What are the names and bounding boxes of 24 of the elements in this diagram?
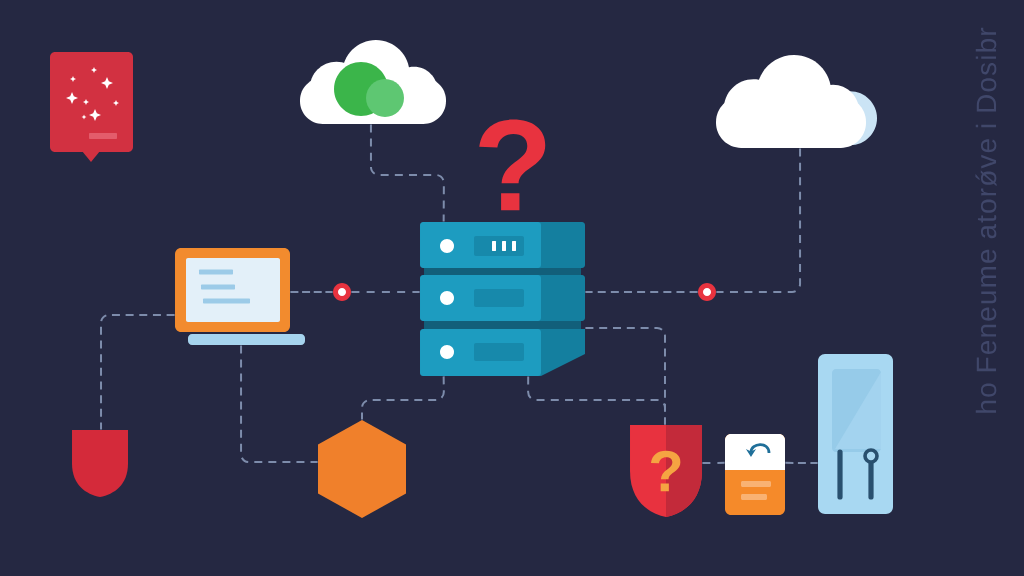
connector-line: [361, 375, 445, 421]
question-mark: ?: [479, 119, 546, 211]
connector-line: [369, 123, 445, 223]
hexagon-icon: [318, 420, 406, 518]
connector-line: [240, 344, 319, 464]
connector-line: [584, 291, 699, 293]
connector-line: [289, 291, 334, 293]
connector-line: [584, 326, 666, 426]
connector-line: [715, 147, 802, 293]
badge-icon: [50, 52, 133, 162]
laptop-icon: [175, 248, 305, 345]
cloud-icon: [300, 40, 446, 124]
device-icon: [818, 354, 893, 514]
shield-icon: [72, 430, 128, 497]
connector-line: [701, 461, 726, 464]
server-icon: [420, 222, 585, 376]
card-icon: [725, 434, 785, 515]
connector-line: [350, 291, 421, 293]
connection-dot: [333, 283, 351, 301]
connector-line: [100, 313, 176, 431]
connector-line: [784, 461, 819, 465]
cloud-icon: [716, 55, 877, 148]
connection-dot: [698, 283, 716, 301]
question-shield: ?: [630, 425, 702, 517]
